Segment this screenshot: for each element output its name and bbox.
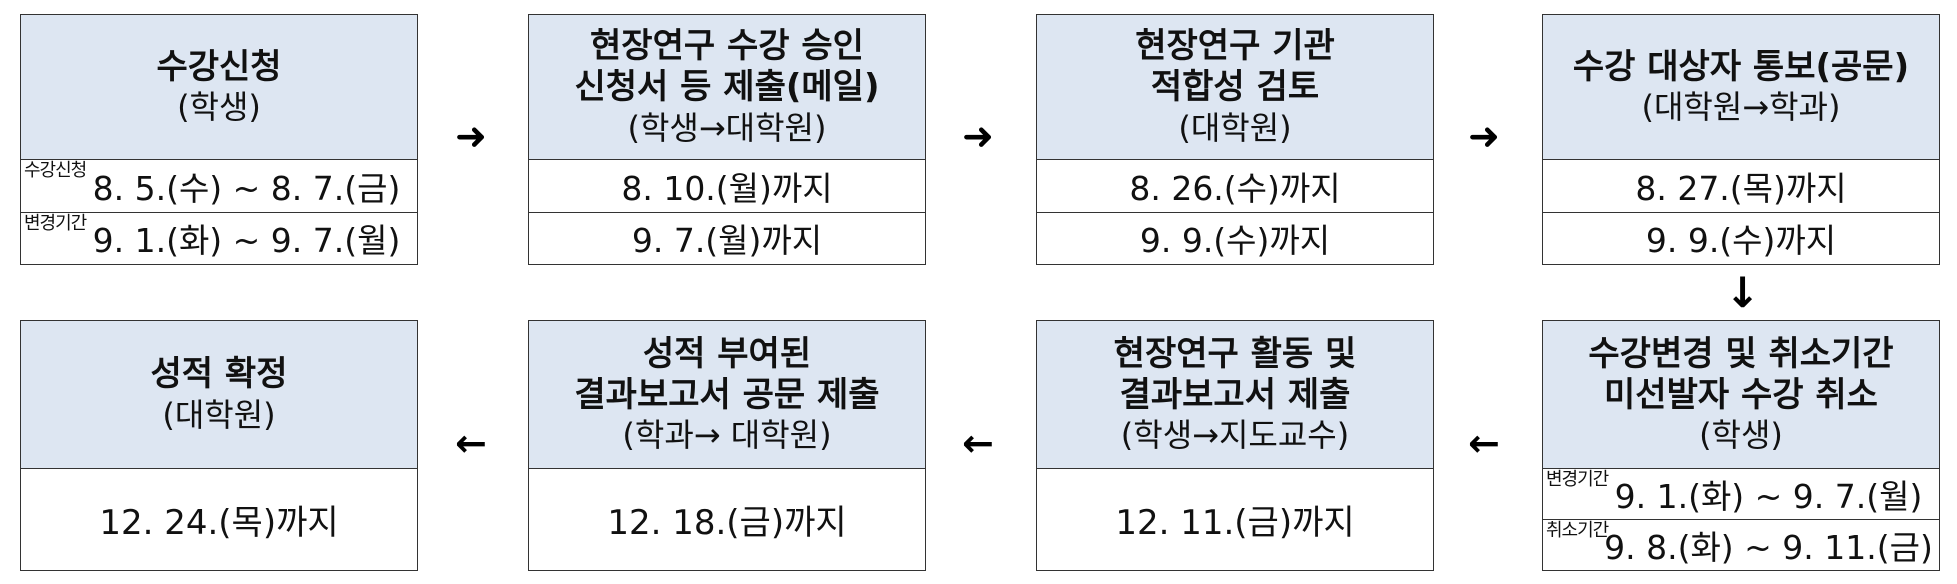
date-text: 8. 27.(목)까지 [1635,168,1847,208]
period-tag: 변경기간 [1546,469,1609,490]
date-text: 8. 5.(수) ~ 8. 7.(금) [92,168,401,208]
step-subtitle: (대학원→학과) [1641,88,1841,127]
arrow-left-icon: ← [455,421,487,465]
date-text: 9. 1.(화) ~ 9. 7.(월) [1614,477,1923,516]
step-3-institution-review: 현장연구 기관 적합성 검토 (대학원) 8. 26.(수)까지 9. 9.(수… [1036,14,1434,265]
step-header: 현장연구 기관 적합성 검토 (대학원) [1037,15,1433,160]
date-row: 9. 7.(월)까지 [529,211,925,265]
step-subtitle: (학과→ 대학원) [622,416,832,455]
period-tag: 변경기간 [24,212,87,234]
date-text: 9. 9.(수)까지 [1139,221,1331,261]
step-title: 수강 대상자 통보(공문) [1572,46,1910,87]
step-subtitle: (학생) [177,88,261,127]
arrow-right-icon: ➜ [1468,114,1500,158]
step-4-notification: 수강 대상자 통보(공문) (대학원→학과) 8. 27.(목)까지 9. 9.… [1542,14,1940,265]
date-row: 12. 11.(금)까지 [1037,469,1433,570]
arrow-right-icon: ➜ [962,114,994,158]
date-row: 8. 10.(월)까지 [529,160,925,212]
date-text: 9. 7.(월)까지 [631,221,823,261]
step-header: 수강 대상자 통보(공문) (대학원→학과) [1543,15,1939,160]
step-7-report-official-submission: 성적 부여된 결과보고서 공문 제출 (학과→ 대학원) 12. 18.(금)까… [528,320,926,571]
date-text: 8. 10.(월)까지 [621,168,833,208]
period-tag: 취소기간 [1546,520,1609,541]
date-text: 9. 9.(수)까지 [1645,221,1837,261]
arrow-left-icon: ← [1468,421,1500,465]
step-8-grade-confirmation: 성적 확정 (대학원) 12. 24.(목)까지 [20,320,418,571]
step-title: 수강신청 [156,46,282,87]
date-text: 12. 11.(금)까지 [1115,503,1355,543]
step-6-field-research-report: 현장연구 활동 및 결과보고서 제출 (학생→지도교수) 12. 11.(금)까… [1036,320,1434,571]
step-title: 성적 확정 [150,354,288,395]
step-subtitle: (대학원) [1178,108,1292,147]
date-text: 12. 18.(금)까지 [607,503,847,543]
step-subtitle: (대학원) [162,395,276,434]
date-row: 8. 26.(수)까지 [1037,160,1433,212]
step-header: 현장연구 활동 및 결과보고서 제출 (학생→지도교수) [1037,321,1433,469]
step-header: 수강변경 및 취소기간 미선발자 수강 취소 (학생) [1543,321,1939,469]
step-5-change-cancellation: 수강변경 및 취소기간 미선발자 수강 취소 (학생) 변경기간 9. 1.(화… [1542,320,1940,571]
date-text: 9. 8.(화) ~ 9. 11.(금) [1604,528,1933,567]
date-text: 8. 26.(수)까지 [1129,168,1341,208]
step-title: 현장연구 기관 적합성 검토 [1135,26,1335,108]
date-row: 9. 9.(수)까지 [1037,211,1433,265]
date-row: 9. 9.(수)까지 [1543,211,1939,265]
date-row: 변경기간 9. 1.(화) ~ 9. 7.(월) [1543,469,1939,519]
step-header: 현장연구 수강 승인 신청서 등 제출(메일) (학생→대학원) [529,15,925,160]
date-text: 9. 1.(화) ~ 9. 7.(월) [92,221,401,261]
arrow-down-icon: ↓ [1725,268,1761,317]
step-header: 성적 부여된 결과보고서 공문 제출 (학과→ 대학원) [529,321,925,469]
step-title: 현장연구 활동 및 결과보고서 제출 [1113,333,1357,415]
step-title: 수강변경 및 취소기간 미선발자 수강 취소 [1588,333,1894,415]
date-row: 12. 24.(목)까지 [21,469,417,570]
step-header: 성적 확정 (대학원) [21,321,417,469]
arrow-right-icon: ➜ [455,114,487,158]
step-title: 현장연구 수강 승인 신청서 등 제출(메일) [574,26,880,108]
step-header: 수강신청 (학생) [21,15,417,160]
step-subtitle: (학생) [1699,416,1783,455]
period-tag: 수강신청 [24,160,87,181]
step-subtitle: (학생→대학원) [627,108,827,147]
step-1-course-registration: 수강신청 (학생) 수강신청 8. 5.(수) ~ 8. 7.(금) 변경기간 … [20,14,418,265]
step-2-approval-submission: 현장연구 수강 승인 신청서 등 제출(메일) (학생→대학원) 8. 10.(… [528,14,926,265]
date-text: 12. 24.(목)까지 [99,503,339,543]
date-row: 취소기간 9. 8.(화) ~ 9. 11.(금) [1543,519,1939,570]
date-row: 변경기간 9. 1.(화) ~ 9. 7.(월) [21,211,417,265]
step-title: 성적 부여된 결과보고서 공문 제출 [574,333,880,415]
step-subtitle: (학생→지도교수) [1120,416,1350,455]
date-row: 12. 18.(금)까지 [529,469,925,570]
date-row: 수강신청 8. 5.(수) ~ 8. 7.(금) [21,160,417,212]
date-row: 8. 27.(목)까지 [1543,160,1939,212]
arrow-left-icon: ← [962,421,994,465]
